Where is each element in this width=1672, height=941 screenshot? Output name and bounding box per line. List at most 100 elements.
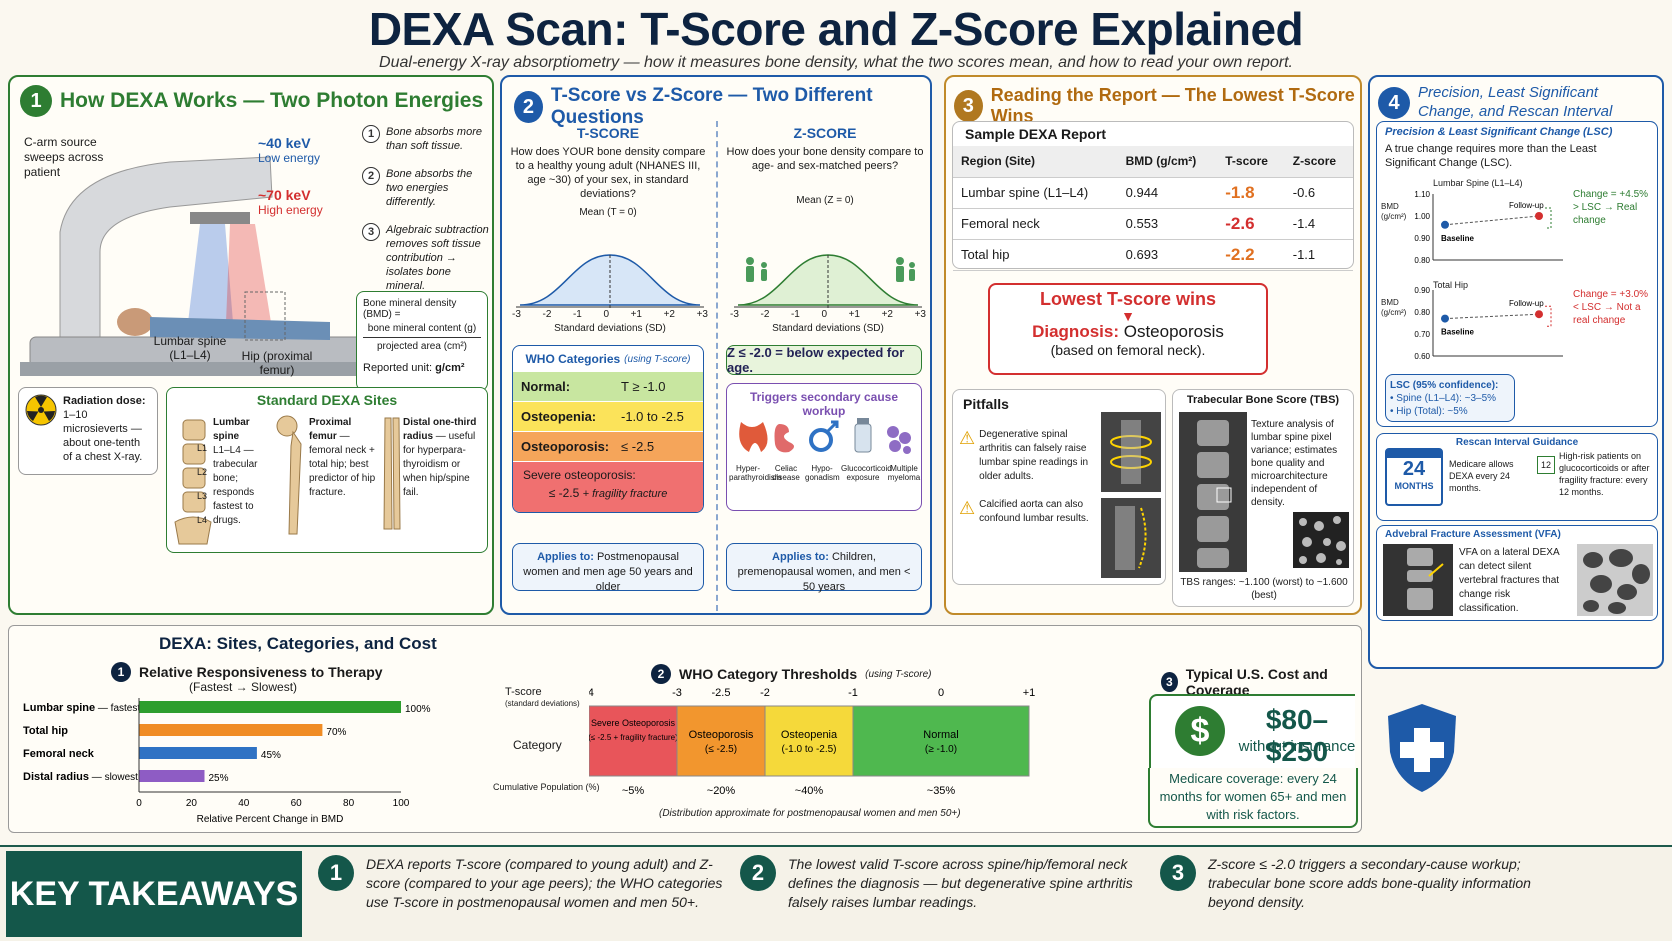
vfa-box: Advebral Fracture Assessment (VFA) VFA o… [1376, 525, 1658, 621]
spine-xray-icons [1101, 412, 1161, 578]
chart1-change: Change = +4.5%> LSC → Real change [1573, 189, 1649, 226]
chart1-ylabel: BMD (g/cm²) [1381, 202, 1407, 221]
who-row-osteopenia: Osteopenia:-1.0 to -2.5 [513, 402, 703, 432]
distribution-note: (Distribution approximate for postmenopa… [659, 808, 961, 819]
panel-how-dexa-works: 1 How DEXA Works — Two Photon Energies C… [8, 75, 494, 615]
baseline-label: Baseline [1441, 328, 1474, 337]
baseline-point [1441, 314, 1449, 323]
series-line [1444, 313, 1540, 320]
table-row: Lumbar spine (L1–L4)0.944-1.8-0.6 [953, 177, 1353, 209]
x-tick-label: 100 [393, 798, 410, 809]
diagnosis-box: Lowest T-score wins ▼ Diagnosis: Osteopo… [988, 283, 1268, 375]
zscore-axis-label: Standard deviations (SD) [772, 323, 884, 334]
population-value: ~5% [622, 785, 645, 797]
tscore-tick-label: 0 [938, 687, 944, 699]
insurance-shield-icon [1388, 704, 1456, 792]
lsc-confidence: LSC (95% confidence):• Spine (L1–L4): ~3… [1385, 374, 1515, 422]
sample-report: Sample DEXA Report Region (Site)BMD (g/c… [952, 121, 1354, 271]
who-row-osteoporosis: Osteoporosis:≤ -2.5 [513, 432, 703, 462]
tscore-label: T-score(standard deviations) [505, 686, 580, 708]
page-subtitle: Dual-energy X-ray absorptiometry — how i… [379, 54, 1293, 71]
bar-category-label: Total hip [23, 725, 68, 737]
y-tick-label: 0.60 [1414, 352, 1430, 361]
y-tick-label: 0.90 [1414, 234, 1430, 243]
panel-number: 3 [954, 90, 983, 122]
x-tick-label: 40 [238, 798, 250, 809]
series-line [1444, 215, 1540, 226]
bar-category-label: Lumbar spine — fastest [23, 702, 140, 714]
tscore-tick-label: -2 [760, 687, 770, 699]
zscore-applies: Applies to: Children, premenopausal wome… [726, 543, 922, 593]
tscore-tick-label: +1 [1023, 687, 1036, 699]
category-range: (≥ -1.0) [925, 744, 957, 755]
panel-reading-report: 3 Reading the Report — The Lowest T-Scor… [944, 75, 1362, 615]
y-tick-label: 0.80 [1414, 308, 1430, 317]
radiation-icon [25, 394, 57, 426]
chart2-title: Total Hip [1433, 280, 1469, 290]
tscore-tick-label: -2.5 [712, 687, 731, 699]
lumbar-label: Lumbar spine (L1–L4) [153, 334, 227, 362]
chart2-change: Change = +3.0%< LSC → Not a real change [1573, 289, 1649, 326]
x-tick-label: 20 [186, 798, 198, 809]
baseline-label: Baseline [1441, 234, 1474, 243]
category-band [676, 705, 766, 777]
followup-point [1535, 212, 1543, 220]
category-band [589, 705, 678, 777]
bar [139, 701, 401, 713]
zscore-bell-curve [734, 254, 922, 309]
category-name: Osteopenia [781, 729, 838, 741]
y-tick-label: 0.80 [1414, 256, 1430, 265]
panel-title: Precision, Least Significant Change, and… [1418, 84, 1613, 120]
panel-title: How DEXA Works — Two Photon Energies [60, 89, 484, 112]
bar-category-label: Distal radius — slowest [23, 771, 138, 783]
bar [139, 724, 323, 736]
panel-title: T-Score vs Z-Score — Two Different Quest… [550, 85, 873, 128]
pitfall-1: ⚠Degenerative spinal arthritis can false… [959, 428, 1089, 482]
bar [139, 747, 257, 759]
cost-subtitle: without insurance [1238, 738, 1356, 755]
vfa-xray-image [1383, 544, 1453, 616]
x-tick-label: 60 [291, 798, 303, 809]
change-bracket [1545, 207, 1552, 229]
y-tick-label: 1.10 [1414, 190, 1430, 199]
warning-icon: ⚠ [959, 498, 976, 518]
who-categories-box: WHO Categories(using T-score) Normal:T ≥… [512, 345, 704, 513]
hip-label: Hip (proximal femur) [241, 349, 313, 377]
dollar-icon: $ [1175, 706, 1225, 756]
bottom-title: DEXA: Sites, Categories, and Cost [159, 634, 437, 653]
down-arrow-icon: ▼ [1121, 308, 1135, 324]
low-energy-label: ~40 keV Low energy [258, 135, 321, 165]
zscore-rule: Z ≤ -2.0 = below expected for age. [726, 345, 922, 375]
secondary-causes-box: Triggers secondary cause workup Hyper-pa… [726, 383, 922, 511]
change-bracket [1545, 305, 1552, 327]
y-tick-label: 0.90 [1414, 286, 1430, 295]
small-calendar-icon: 12 [1537, 456, 1555, 474]
column-divider [716, 121, 718, 611]
followup-label: Follow-up [1509, 299, 1544, 308]
category-range: (≤ -2.5 + fragility fracture) [589, 733, 678, 742]
bar-value-label: 25% [209, 773, 229, 784]
chart2-ylabel: BMD (g/cm²) [1381, 298, 1407, 317]
high-energy-label: ~70 keV High energy [258, 187, 323, 217]
who-row-severe: Severe osteoporosis:≤ -2.5 + fragility f… [513, 462, 703, 512]
vfa-text: VFA on a lateral DEXA can detect silent … [1459, 547, 1560, 614]
carm-label: C-arm source sweeps across patient [24, 135, 104, 179]
population-label: Cumulative Population (%) [493, 782, 600, 792]
site-femur-text: Proximal femur — femoral neck + total hi… [309, 417, 376, 498]
tscore-applies: Applies to: Postmenopausal women and men… [512, 543, 704, 593]
population-value: ~40% [795, 785, 824, 797]
warning-icon: ⚠ [959, 428, 976, 448]
